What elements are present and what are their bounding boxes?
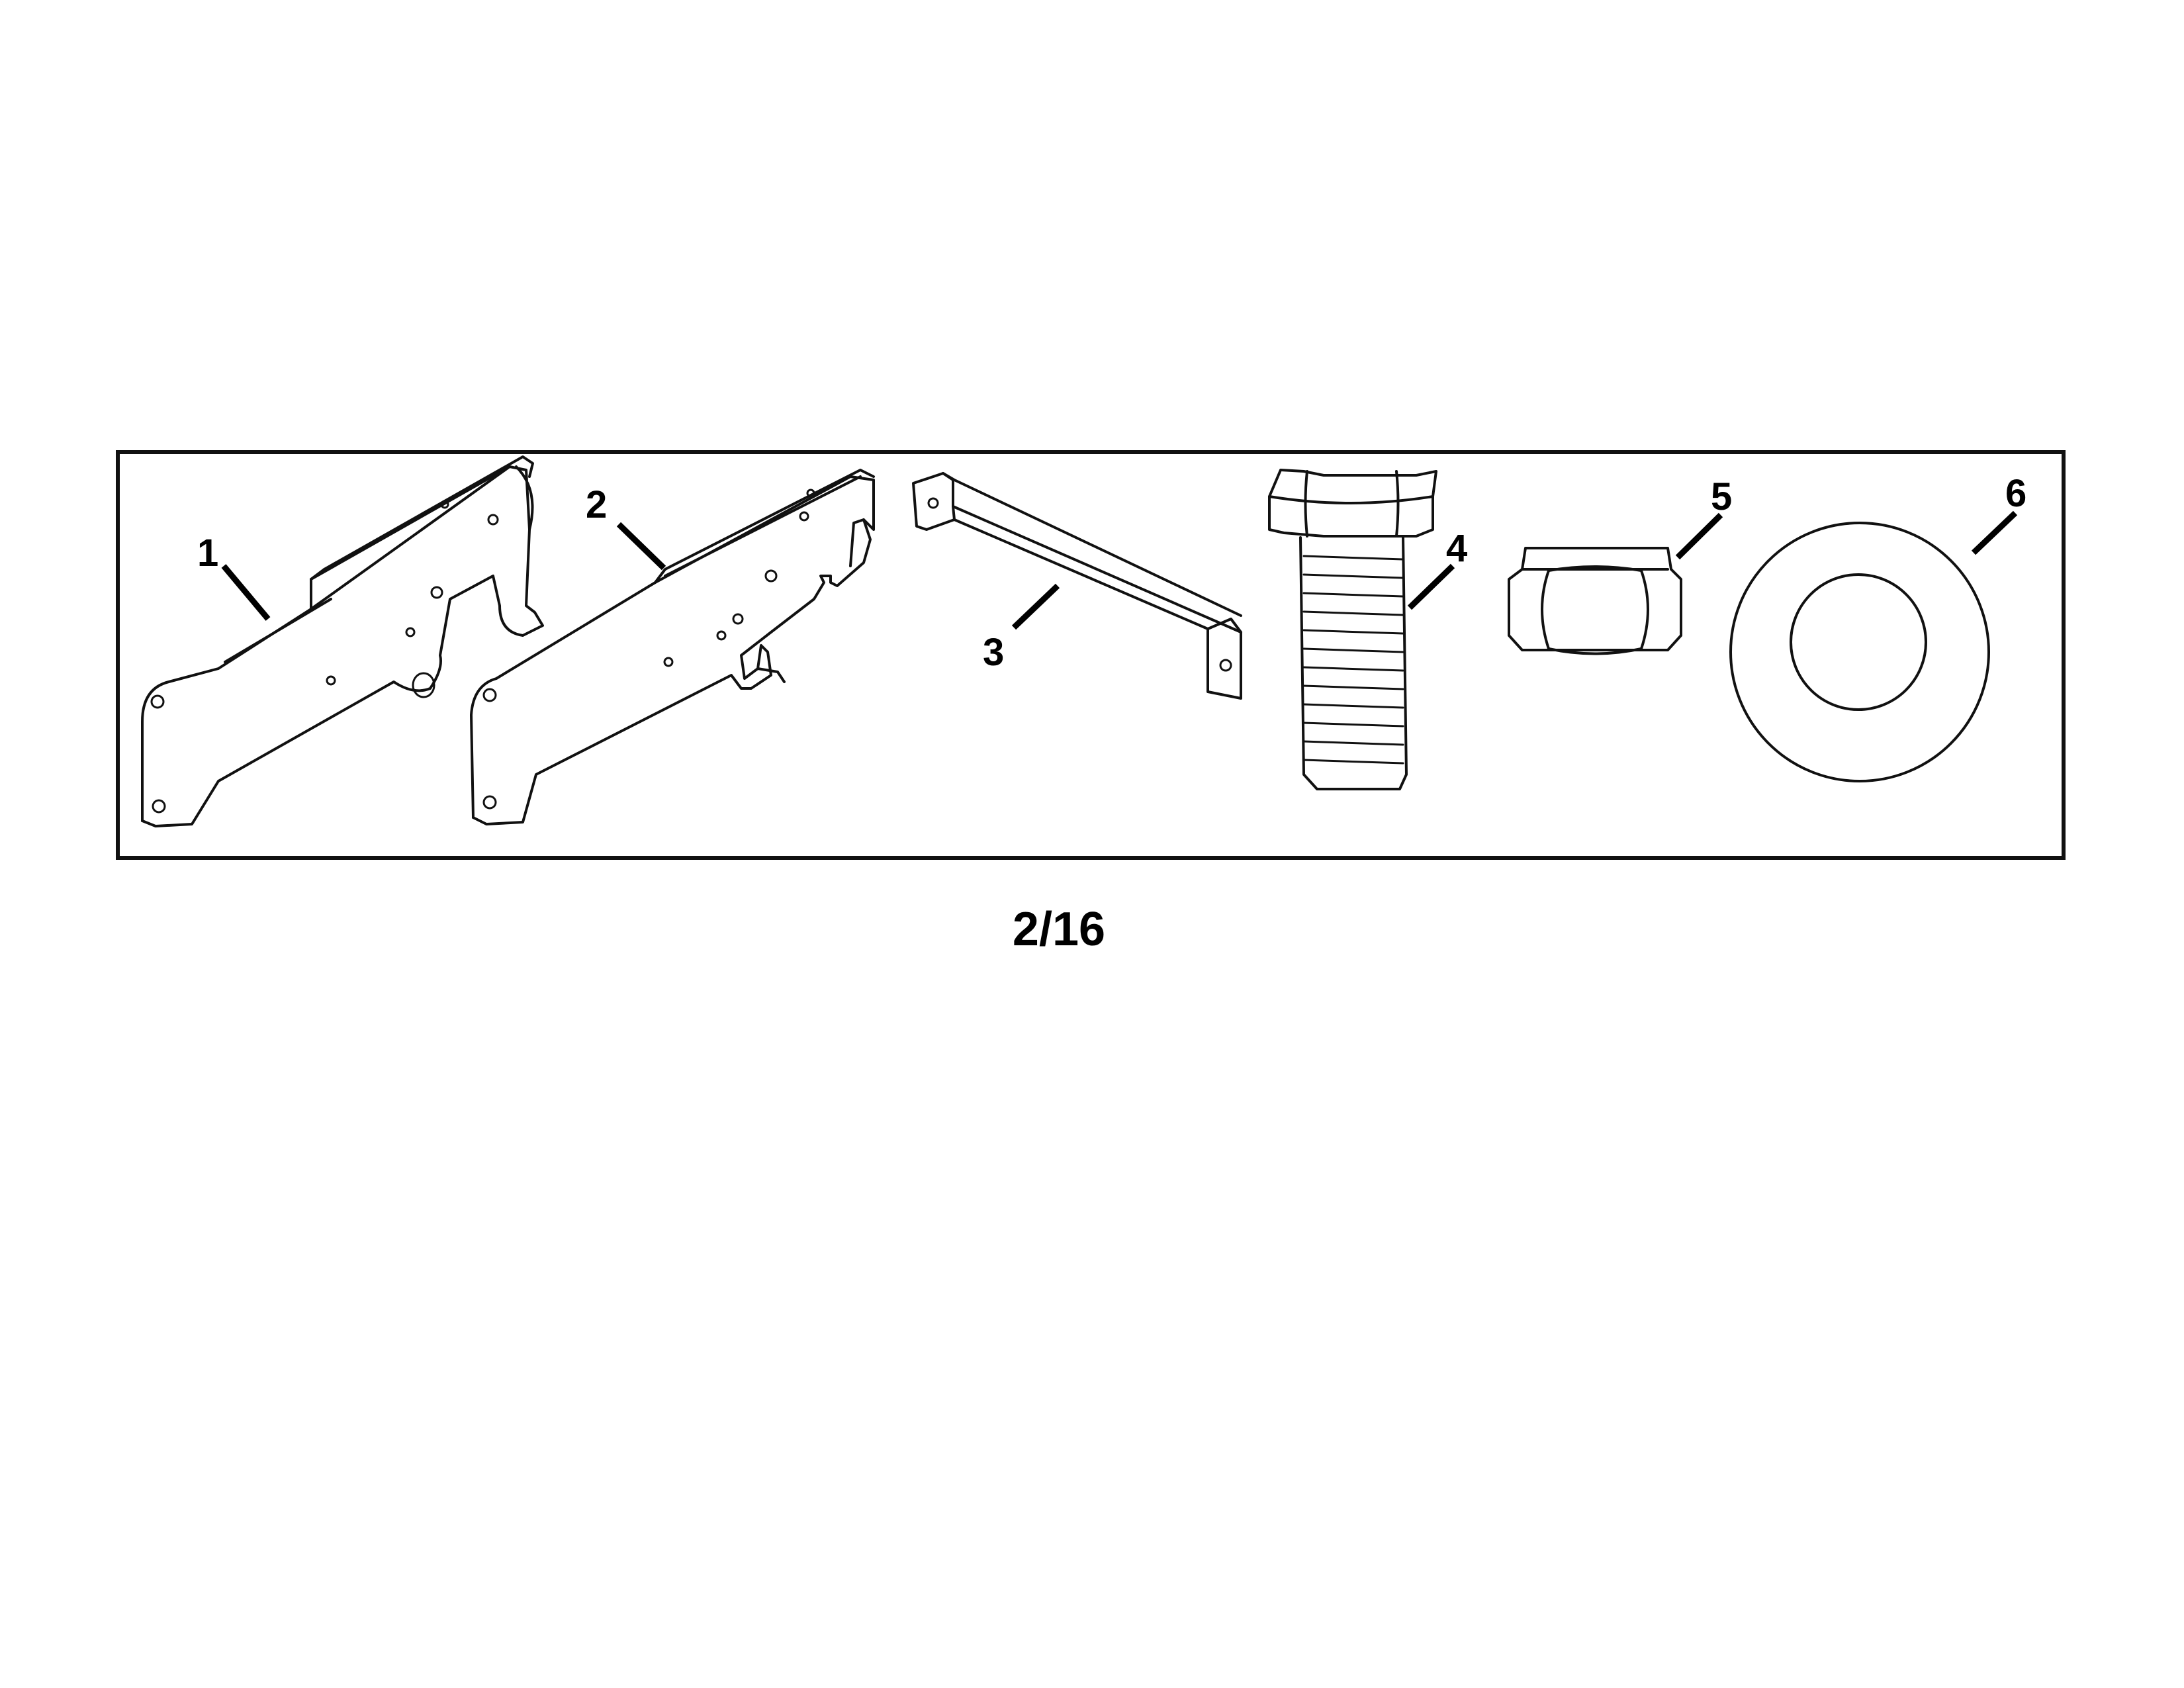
callout-6: 6 (2005, 472, 2026, 515)
leader-line-6 (1971, 510, 2018, 555)
callout-3: 3 (983, 631, 1004, 674)
callout-2: 2 (586, 483, 607, 526)
bolt-4-drawing (1268, 469, 1437, 790)
bracket-1-drawing (141, 455, 544, 827)
leader-line-1 (221, 564, 271, 621)
bolt-thread-lines (1302, 555, 1404, 765)
leader-line-2 (616, 522, 666, 571)
diagram-frame (116, 450, 2066, 860)
bracket-2-drawing (470, 469, 875, 825)
leader-line-5 (1675, 512, 1723, 560)
page-label: 2/16 (1013, 903, 1105, 956)
washer-6-drawing (1729, 522, 1990, 782)
callout-4: 4 (1446, 527, 1467, 570)
leader-line-3 (1011, 583, 1060, 630)
callout-5: 5 (1711, 475, 1732, 518)
leader-line-4 (1407, 563, 1455, 610)
nut-5-drawing (1508, 547, 1682, 655)
callout-1: 1 (197, 532, 218, 575)
strap-3-drawing (912, 472, 1242, 700)
